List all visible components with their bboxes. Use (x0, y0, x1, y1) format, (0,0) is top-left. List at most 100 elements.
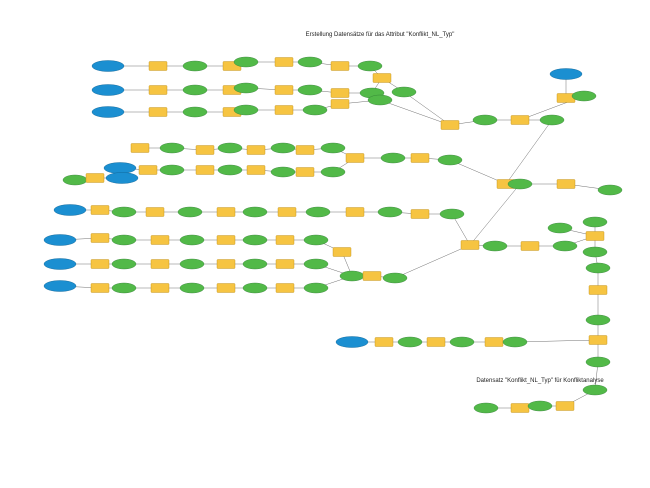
tool-node[interactable] (588, 285, 608, 295)
output-data-node[interactable] (507, 178, 533, 190)
tool-node[interactable] (588, 335, 608, 345)
input-data-node[interactable] (53, 204, 87, 216)
output-data-node[interactable] (297, 56, 323, 68)
tool-node[interactable] (216, 259, 236, 269)
output-data-node[interactable] (320, 142, 346, 154)
tool-node[interactable] (195, 145, 215, 155)
tool-node[interactable] (90, 233, 110, 243)
output-data-node[interactable] (242, 206, 268, 218)
tool-node[interactable] (410, 153, 430, 163)
tool-node[interactable] (555, 401, 575, 411)
output-data-node[interactable] (111, 282, 137, 294)
tool-node[interactable] (510, 403, 530, 413)
output-data-node[interactable] (391, 86, 417, 98)
tool-node[interactable] (216, 235, 236, 245)
output-data-node[interactable] (585, 356, 611, 368)
output-data-node[interactable] (179, 234, 205, 246)
output-data-node[interactable] (473, 402, 499, 414)
output-data-node[interactable] (582, 246, 608, 258)
tool-node[interactable] (90, 259, 110, 269)
tool-node[interactable] (90, 205, 110, 215)
tool-node[interactable] (410, 209, 430, 219)
tool-node[interactable] (426, 337, 446, 347)
tool-node[interactable] (148, 107, 168, 117)
tool-node[interactable] (332, 247, 352, 257)
output-data-node[interactable] (182, 106, 208, 118)
tool-node[interactable] (216, 207, 236, 217)
input-data-node[interactable] (43, 280, 77, 292)
output-data-node[interactable] (582, 384, 608, 396)
input-data-node[interactable] (105, 172, 139, 184)
output-data-node[interactable] (233, 82, 259, 94)
tool-node[interactable] (295, 145, 315, 155)
output-data-node[interactable] (357, 60, 383, 72)
output-data-node[interactable] (527, 400, 553, 412)
tool-node[interactable] (460, 240, 480, 250)
tool-node[interactable] (275, 283, 295, 293)
tool-node[interactable] (510, 115, 530, 125)
tool-node[interactable] (138, 165, 158, 175)
output-data-node[interactable] (182, 84, 208, 96)
output-data-node[interactable] (303, 234, 329, 246)
tool-node[interactable] (150, 259, 170, 269)
output-data-node[interactable] (585, 314, 611, 326)
tool-node[interactable] (330, 99, 350, 109)
tool-node[interactable] (556, 179, 576, 189)
output-data-node[interactable] (177, 206, 203, 218)
tool-node[interactable] (275, 259, 295, 269)
output-data-node[interactable] (233, 56, 259, 68)
output-data-node[interactable] (111, 206, 137, 218)
output-data-node[interactable] (303, 258, 329, 270)
output-data-node[interactable] (217, 164, 243, 176)
output-data-node[interactable] (159, 164, 185, 176)
tool-node[interactable] (274, 105, 294, 115)
output-data-node[interactable] (585, 262, 611, 274)
output-data-node[interactable] (539, 114, 565, 126)
output-data-node[interactable] (547, 222, 573, 234)
tool-node[interactable] (295, 167, 315, 177)
output-data-node[interactable] (339, 270, 365, 282)
input-data-node[interactable] (103, 162, 137, 174)
output-data-node[interactable] (62, 174, 88, 186)
output-data-node[interactable] (179, 282, 205, 294)
output-data-node[interactable] (179, 258, 205, 270)
output-data-node[interactable] (305, 206, 331, 218)
input-data-node[interactable] (43, 258, 77, 270)
input-data-node[interactable] (335, 336, 369, 348)
output-data-node[interactable] (482, 240, 508, 252)
output-data-node[interactable] (377, 206, 403, 218)
output-data-node[interactable] (472, 114, 498, 126)
output-data-node[interactable] (502, 336, 528, 348)
tool-node[interactable] (85, 173, 105, 183)
output-data-node[interactable] (571, 90, 597, 102)
tool-node[interactable] (345, 207, 365, 217)
tool-node[interactable] (216, 283, 236, 293)
tool-node[interactable] (90, 283, 110, 293)
output-data-node[interactable] (302, 104, 328, 116)
output-data-node[interactable] (382, 272, 408, 284)
output-data-node[interactable] (397, 336, 423, 348)
input-data-node[interactable] (91, 84, 125, 96)
tool-node[interactable] (246, 165, 266, 175)
tool-node[interactable] (345, 153, 365, 163)
tool-node[interactable] (520, 241, 540, 251)
tool-node[interactable] (440, 120, 460, 130)
tool-node[interactable] (277, 207, 297, 217)
tool-node[interactable] (150, 283, 170, 293)
tool-node[interactable] (246, 145, 266, 155)
tool-node[interactable] (275, 235, 295, 245)
tool-node[interactable] (150, 235, 170, 245)
tool-node[interactable] (484, 337, 504, 347)
tool-node[interactable] (585, 231, 605, 241)
tool-node[interactable] (374, 337, 394, 347)
output-data-node[interactable] (233, 104, 259, 116)
output-data-node[interactable] (242, 258, 268, 270)
output-data-node[interactable] (303, 282, 329, 294)
tool-node[interactable] (274, 85, 294, 95)
output-data-node[interactable] (437, 154, 463, 166)
output-data-node[interactable] (270, 166, 296, 178)
tool-node[interactable] (330, 61, 350, 71)
tool-node[interactable] (145, 207, 165, 217)
output-data-node[interactable] (439, 208, 465, 220)
output-data-node[interactable] (159, 142, 185, 154)
